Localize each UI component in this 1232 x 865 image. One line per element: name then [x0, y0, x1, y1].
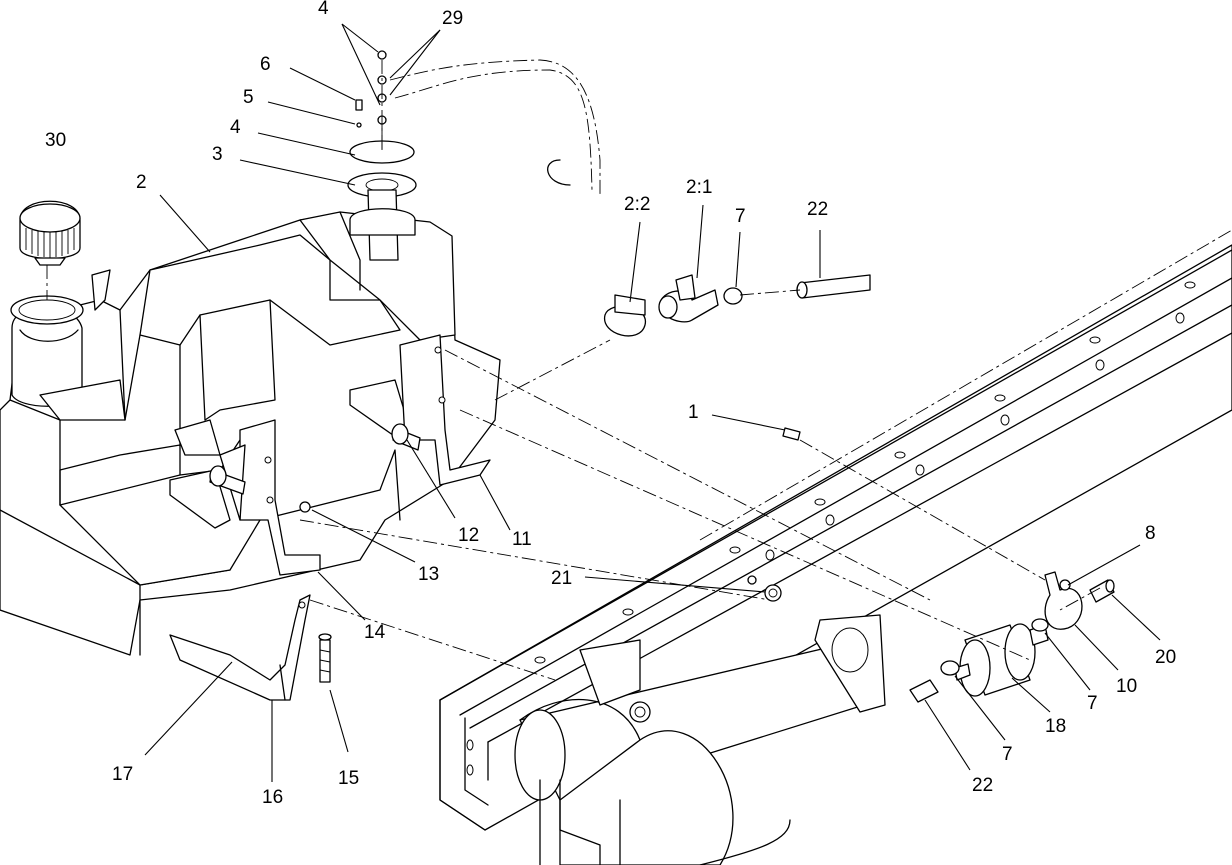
callout-22-bottom: 22	[972, 775, 993, 796]
callout-11: 11	[512, 529, 532, 550]
fuel-sender-assembly	[347, 50, 417, 261]
callout-4-top: 4	[318, 0, 329, 19]
axle-tube	[514, 614, 886, 865]
callout-3: 3	[212, 144, 223, 165]
nut-21	[747, 575, 782, 602]
callout-16: 16	[262, 787, 283, 808]
callout-21: 21	[551, 568, 572, 589]
leader-lines	[144, 23, 1161, 782]
callout-29: 29	[442, 8, 463, 29]
callout-1: 1	[688, 402, 699, 423]
fuel-line-upper	[389, 59, 601, 195]
callout-17: 17	[112, 764, 133, 785]
callout-labels: 4 29 6 5 4 3 30 2 2:2 2:1 7 22 1 12 11 1…	[45, 0, 1176, 808]
callout-2-2: 2:2	[624, 194, 650, 215]
callout-30: 30	[45, 130, 66, 151]
callout-12: 12	[458, 525, 479, 546]
callout-18: 18	[1045, 716, 1066, 737]
hose-clamp-7-bottom	[940, 660, 960, 676]
hose-22-bottom	[909, 679, 939, 703]
callout-7-bottom: 7	[1002, 744, 1013, 765]
assembly-centerlines	[46, 60, 1101, 681]
callout-13: 13	[418, 564, 439, 585]
bolt-15	[318, 633, 332, 683]
tank-strap-16	[169, 594, 311, 701]
callout-5: 5	[243, 87, 254, 108]
callout-8: 8	[1145, 523, 1156, 544]
callout-2-1: 2:1	[686, 177, 712, 198]
callout-15: 15	[338, 768, 359, 789]
callout-20: 20	[1155, 647, 1176, 668]
fuel-filter-18	[954, 623, 1049, 697]
callout-7-top: 7	[735, 206, 746, 227]
hose-20	[1089, 579, 1115, 603]
bolt-12	[391, 423, 421, 451]
callout-2: 2	[136, 172, 147, 193]
callout-7-right: 7	[1087, 693, 1098, 714]
fuel-hose-22-top	[796, 274, 871, 299]
p-clamp-10	[1044, 571, 1083, 630]
hose-clamp-7-top	[723, 287, 743, 305]
nut-13	[299, 501, 311, 513]
callout-6: 6	[260, 54, 271, 75]
fuel-cap	[19, 200, 81, 266]
elbow-fitting-2-1	[658, 274, 719, 323]
callout-10: 10	[1116, 676, 1137, 697]
callout-22-top: 22	[807, 199, 828, 220]
callout-14: 14	[364, 622, 386, 643]
callout-4-mid: 4	[230, 117, 241, 138]
bolt-12b	[209, 465, 246, 495]
hose-clamp-2-2	[604, 294, 646, 337]
hose-clamp-7-right	[1031, 618, 1049, 632]
bolt-1	[782, 427, 801, 441]
tank-bracket-11	[349, 334, 491, 486]
